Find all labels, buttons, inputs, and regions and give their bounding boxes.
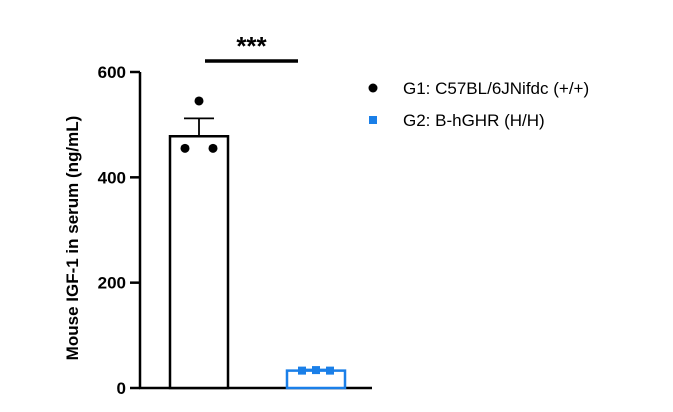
significance-label: *** bbox=[236, 31, 267, 61]
legend-label-1: G1: C57BL/6JNifdc (+/+) bbox=[403, 79, 589, 98]
legend-marker-1 bbox=[368, 83, 378, 93]
data-point bbox=[194, 96, 204, 106]
y-tick-label: 600 bbox=[98, 63, 126, 82]
data-point bbox=[312, 366, 320, 375]
data-point bbox=[208, 143, 218, 153]
bar-1 bbox=[168, 135, 230, 390]
y-axis-title: Mouse IGF-1 in serum (ng/mL) bbox=[63, 116, 82, 361]
data-point bbox=[180, 143, 190, 153]
legend-label-2: G2: B-hGHR (H/H) bbox=[403, 111, 545, 130]
y-tick-label: 0 bbox=[117, 379, 126, 398]
data-point bbox=[298, 366, 306, 375]
bars bbox=[168, 135, 347, 390]
legend-marker-2 bbox=[369, 116, 377, 124]
y-tick-label: 200 bbox=[98, 274, 126, 293]
data-points bbox=[180, 96, 334, 375]
significance-annotation: *** bbox=[205, 31, 298, 63]
y-tick-label: 400 bbox=[98, 168, 126, 187]
data-point bbox=[326, 366, 334, 375]
legend: G1: C57BL/6JNifdc (+/+) G2: B-hGHR (H/H) bbox=[368, 79, 589, 130]
